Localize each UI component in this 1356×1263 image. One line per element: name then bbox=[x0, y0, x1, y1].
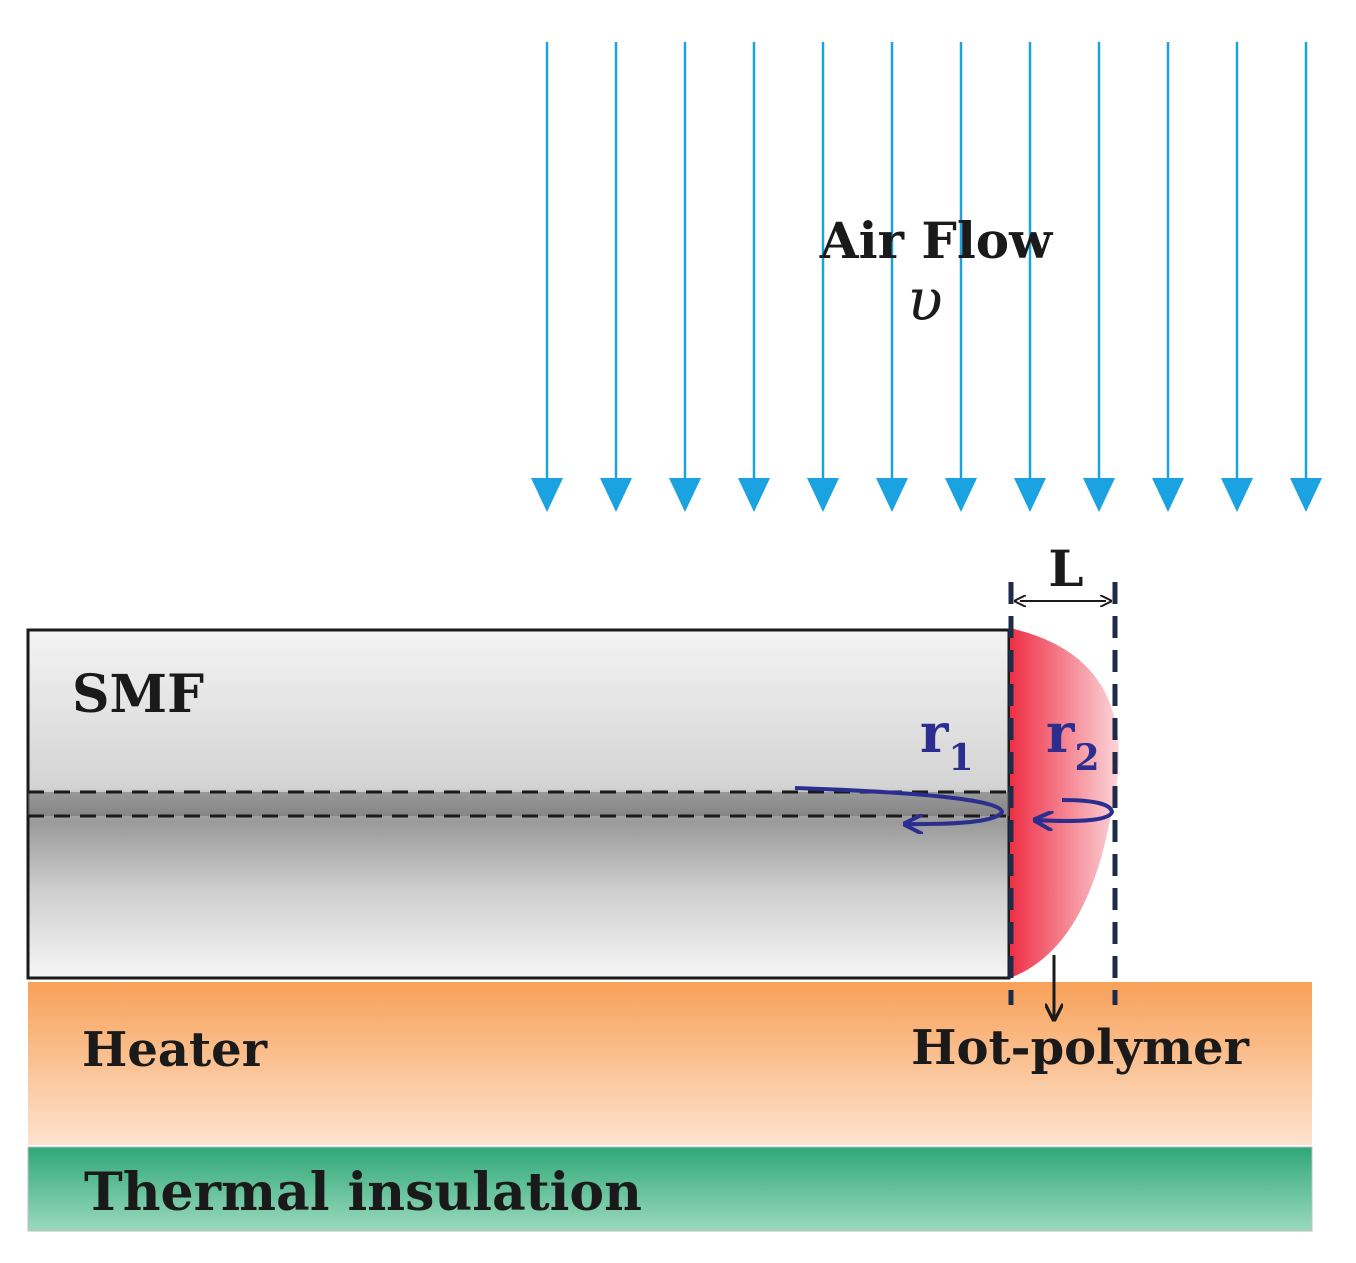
length-label: L bbox=[1048, 539, 1083, 598]
airflow-arrow-head bbox=[807, 478, 839, 512]
hot-polymer-dome bbox=[1010, 628, 1119, 978]
airflow-arrow-head bbox=[600, 478, 632, 512]
airflow-velocity-symbol: υ bbox=[907, 266, 942, 334]
airflow-arrows bbox=[531, 42, 1322, 512]
airflow-arrow-head bbox=[738, 478, 770, 512]
airflow-arrow-head bbox=[876, 478, 908, 512]
airflow-arrow-head bbox=[1290, 478, 1322, 512]
smf-label: SMF bbox=[72, 664, 204, 725]
airflow-label: Air Flow bbox=[819, 211, 1054, 270]
heater-label: Heater bbox=[82, 1022, 268, 1078]
heater-layer bbox=[28, 982, 1312, 1145]
airflow-arrow-head bbox=[945, 478, 977, 512]
airflow-arrow-head bbox=[1014, 478, 1046, 512]
r1-reflection-arrow bbox=[794, 786, 1005, 824]
r2-reflection-arrow bbox=[1035, 798, 1115, 821]
thermal-insulation-layer bbox=[27, 1146, 1313, 1232]
airflow-arrow-head bbox=[1221, 478, 1253, 512]
fiber-core bbox=[28, 792, 1009, 816]
airflow-arrow-head bbox=[669, 478, 701, 512]
r1-label: r1 bbox=[920, 701, 974, 779]
thermal-insulation-label: Thermal insulation bbox=[84, 1162, 642, 1223]
airflow-arrow-head bbox=[1152, 478, 1184, 512]
hot-polymer-label: Hot-polymer bbox=[911, 1020, 1249, 1076]
r2-label: r2 bbox=[1046, 701, 1100, 779]
airflow-arrow-head bbox=[1083, 478, 1115, 512]
airflow-arrow-head bbox=[531, 478, 563, 512]
